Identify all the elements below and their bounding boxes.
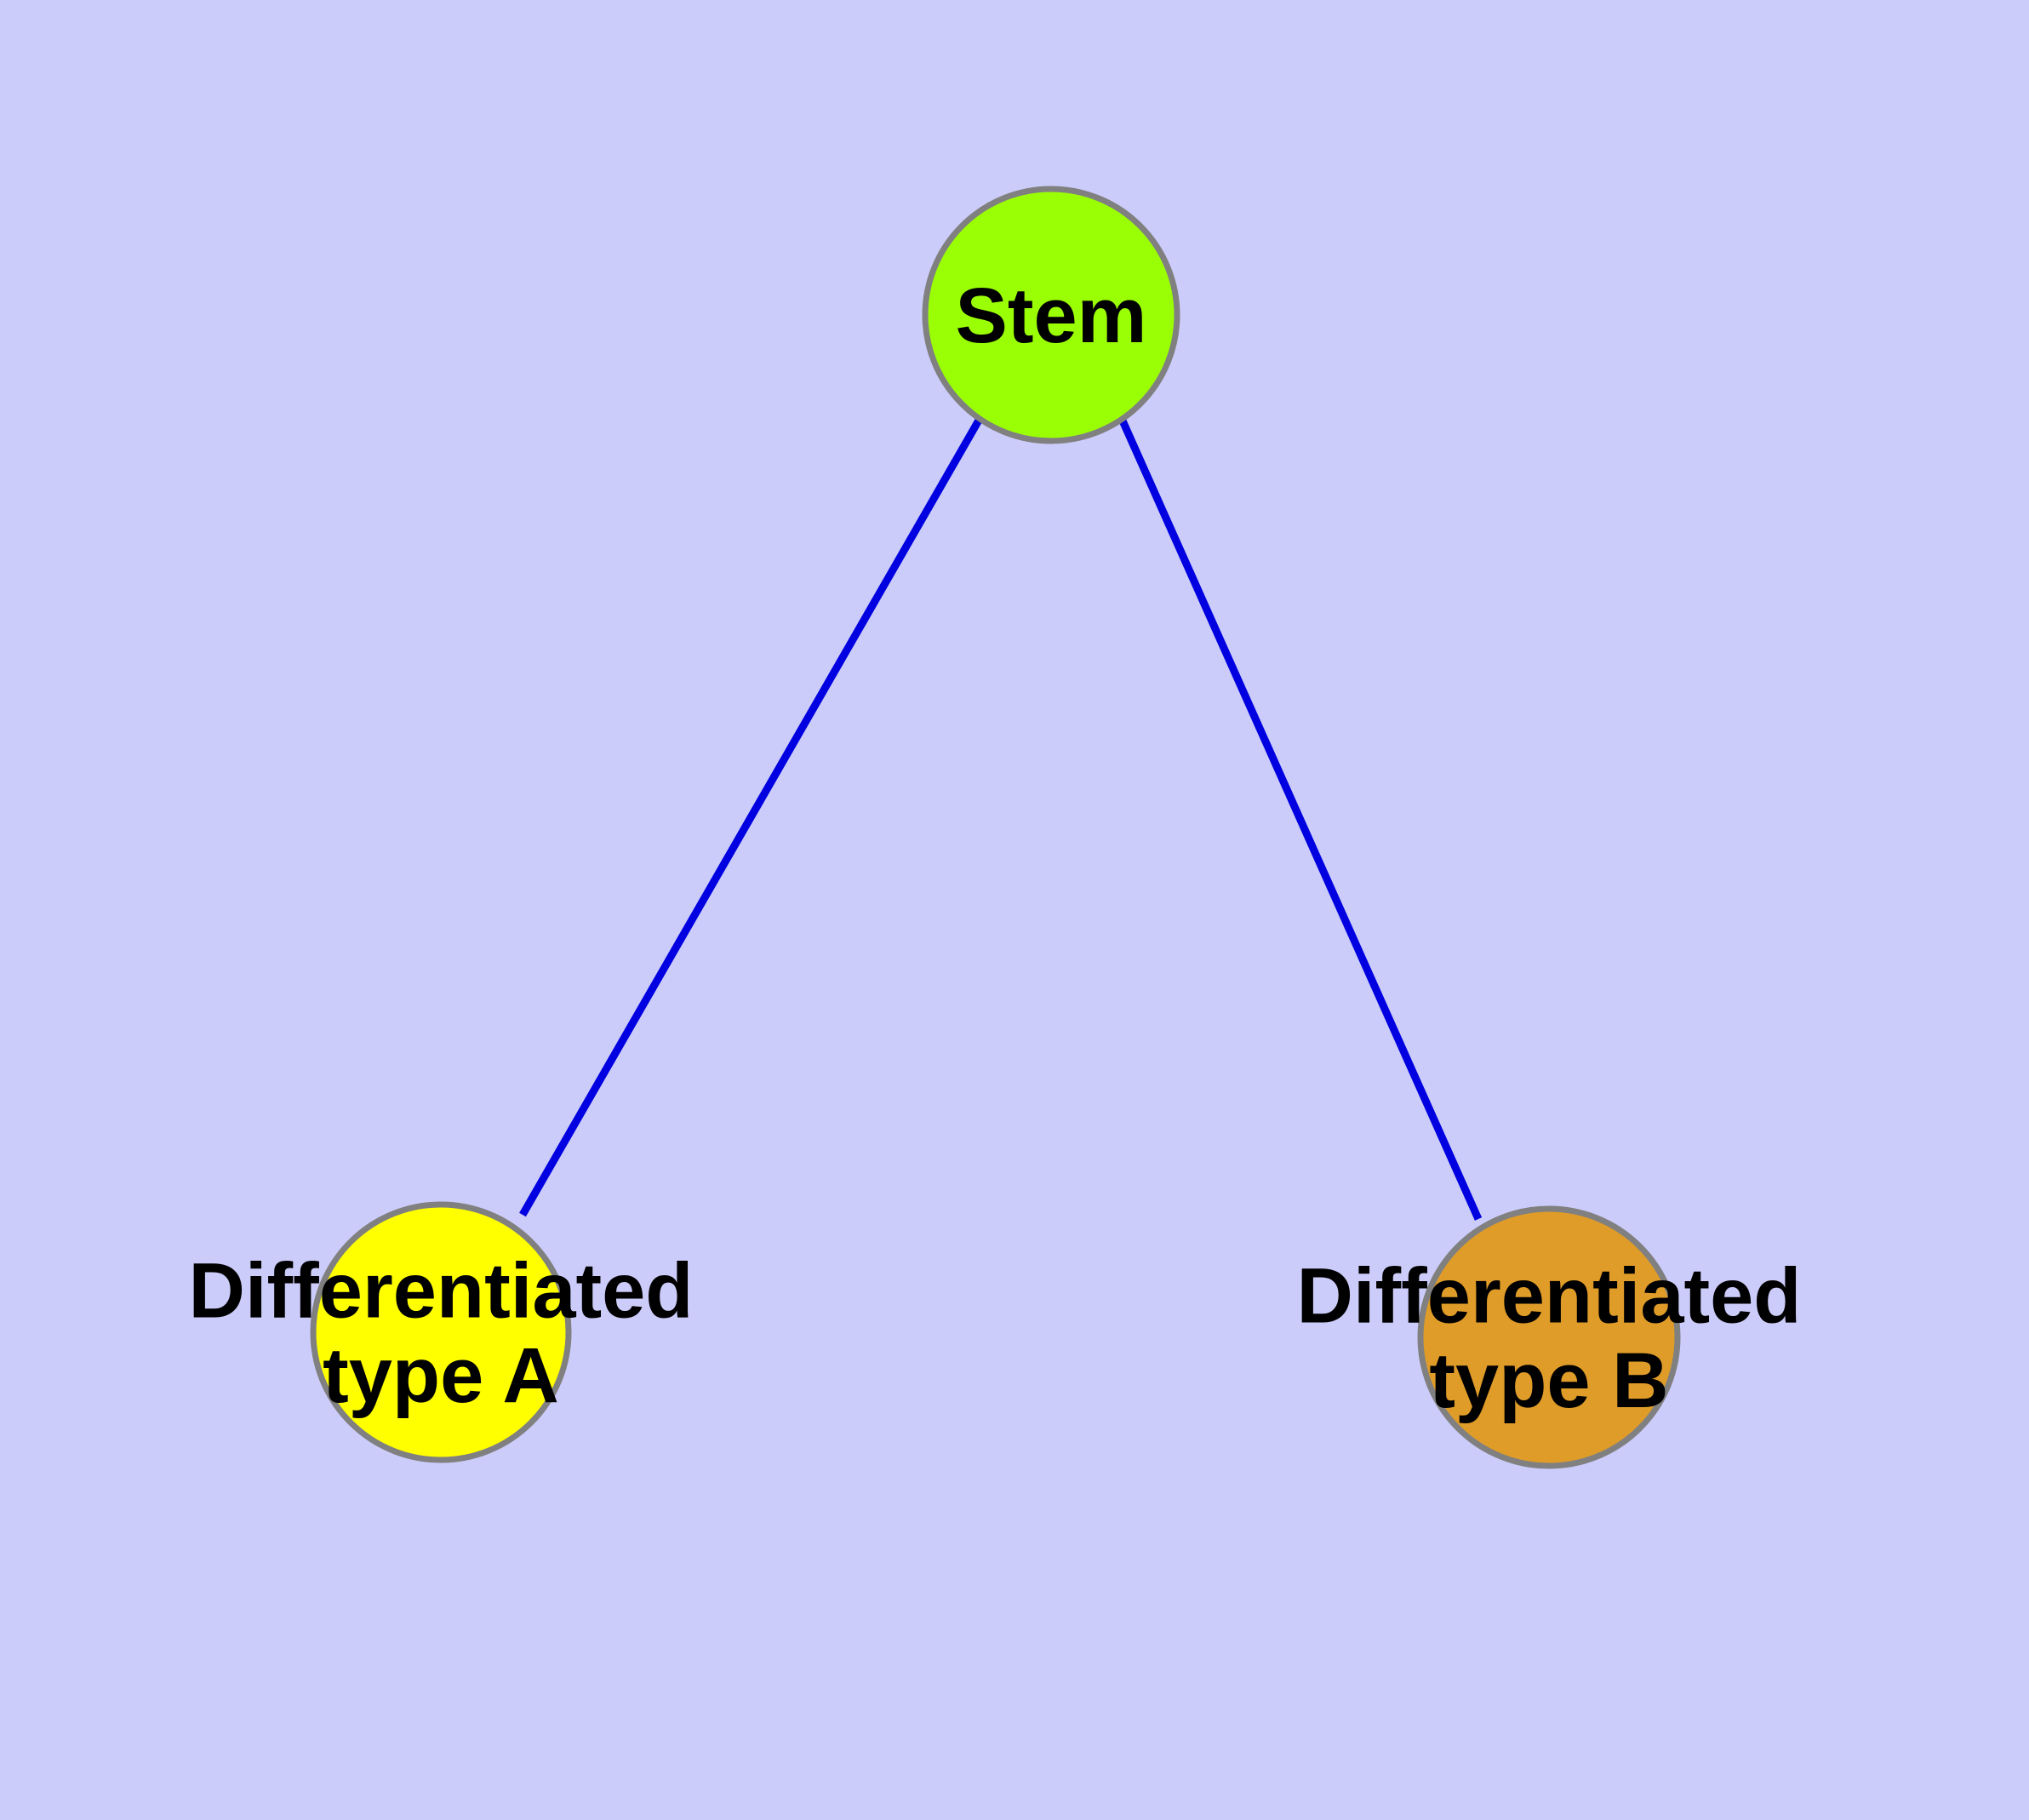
- graph-node-stem[interactable]: [922, 186, 1180, 444]
- graph-edge-stem-to-b: [1117, 417, 1483, 1221]
- nodes-layer: [310, 186, 1681, 1469]
- edges-layer: [519, 416, 1483, 1221]
- graph-edge-stem-to-a: [519, 416, 983, 1217]
- graph-node-label-line: Differentiated: [189, 1248, 694, 1335]
- graph-node-label-line: type B: [1429, 1337, 1668, 1424]
- graph-node-label-line: Stem: [956, 272, 1147, 359]
- graph-node-diff-a[interactable]: [310, 1201, 572, 1463]
- graph-node-label-stem: Stem: [956, 272, 1147, 359]
- graph-node-label-line: Differentiated: [1297, 1253, 1802, 1340]
- graph-node-label-line: type A: [323, 1332, 559, 1419]
- graph-node-diff-b[interactable]: [1417, 1205, 1681, 1469]
